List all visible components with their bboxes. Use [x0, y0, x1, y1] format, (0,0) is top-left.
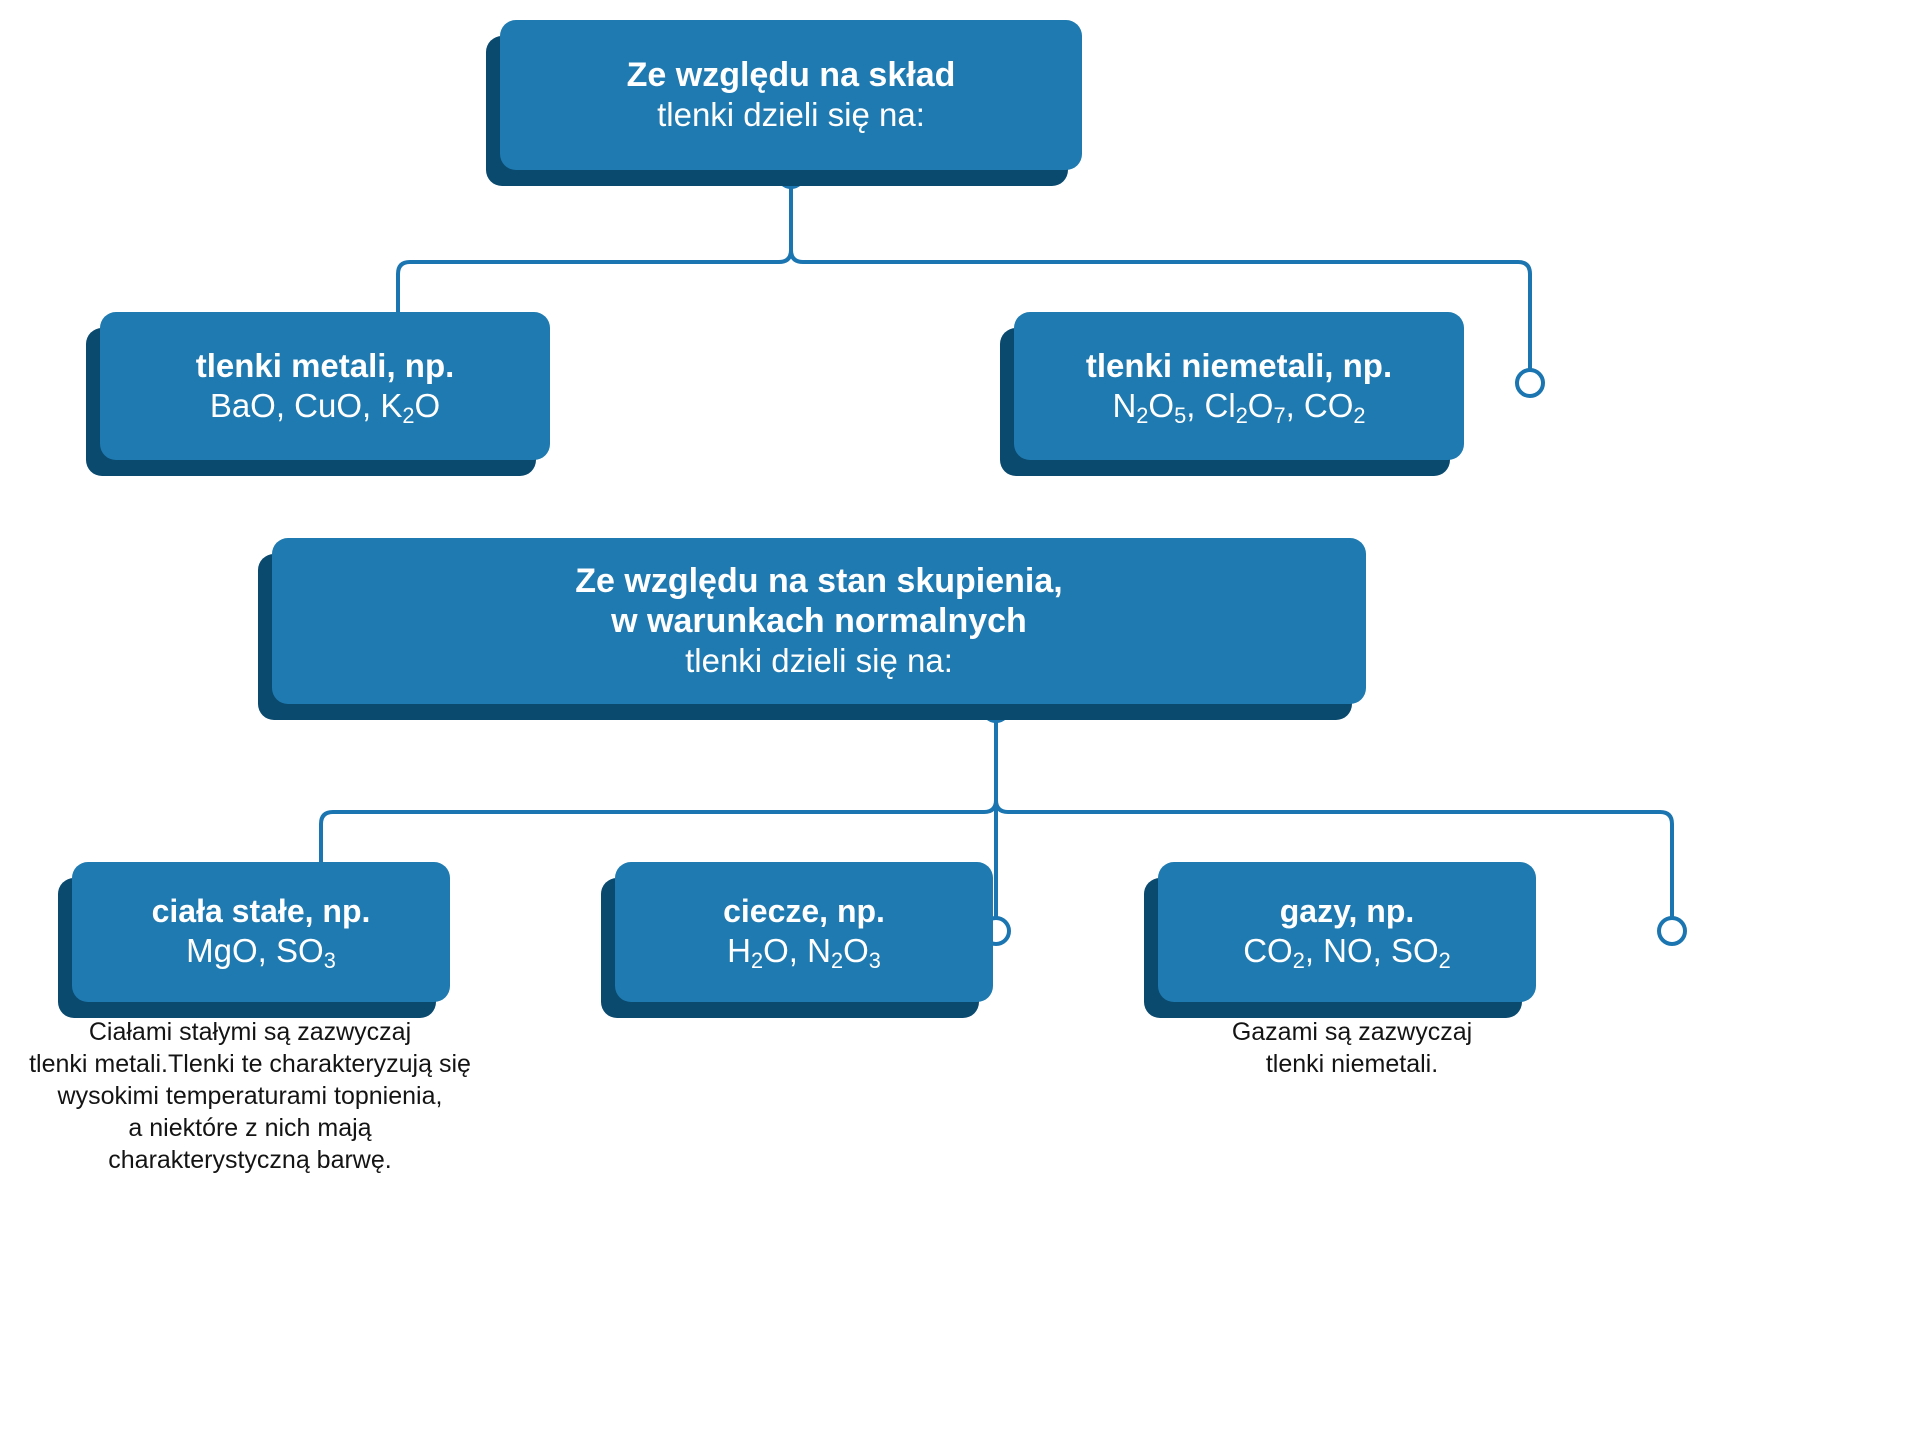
node-face: tlenki niemetali, np. N2O5, Cl2O7, CO2 [1014, 312, 1464, 460]
node-stan-subtitle: tlenki dzieli się na: [685, 642, 953, 680]
node-ciala-formula: MgO, SO3 [186, 932, 336, 974]
node-niemetale-title: tlenki niemetali, np. [1085, 346, 1393, 384]
node-stan-skupienia[interactable]: Ze względu na stan skupienia, w warunkac… [258, 538, 1366, 720]
node-root-title: Ze względu na skład [626, 56, 956, 95]
node-tlenki-niemetali[interactable]: tlenki niemetali, np. N2O5, Cl2O7, CO2 [1000, 312, 1464, 476]
node-metale-formula: BaO, CuO, K2O [209, 386, 441, 428]
node-niemetale-formula: N2O5, Cl2O7, CO2 [1112, 386, 1366, 428]
node-face: Ze względu na skład tlenki dzieli się na… [500, 20, 1082, 170]
node-root-skład[interactable]: Ze względu na skład tlenki dzieli się na… [486, 20, 1082, 186]
node-stan-title-line2: w warunkach normalnych [611, 602, 1027, 641]
node-stan-title-line1: Ze względu na stan skupienia, [575, 562, 1063, 601]
node-root-subtitle: tlenki dzieli się na: [657, 96, 925, 134]
node-face: gazy, np. CO2, NO, SO2 [1158, 862, 1536, 1002]
node-face: tlenki metali, np. BaO, CuO, K2O [100, 312, 550, 460]
node-tlenki-metali[interactable]: tlenki metali, np. BaO, CuO, K2O [86, 312, 550, 476]
node-gazy-formula: CO2, NO, SO2 [1243, 932, 1451, 974]
node-face: Ze względu na stan skupienia, w warunkac… [272, 538, 1366, 704]
node-ciecze-title: ciecze, np. [723, 893, 885, 930]
node-gazy-title: gazy, np. [1279, 893, 1415, 930]
node-gazy[interactable]: gazy, np. CO2, NO, SO2 [1144, 862, 1536, 1018]
node-ciala-stale[interactable]: ciała stałe, np. MgO, SO3 [58, 862, 450, 1018]
node-ciecze-formula: H2O, N2O3 [727, 932, 881, 974]
caption-ciala-stale: Ciałami stałymi są zazwyczaj tlenki meta… [29, 1018, 471, 1174]
node-face: ciała stałe, np. MgO, SO3 [72, 862, 450, 1002]
node-metale-title: tlenki metali, np. [195, 346, 455, 384]
node-ciecze[interactable]: ciecze, np. H2O, N2O3 [601, 862, 993, 1018]
node-face: ciecze, np. H2O, N2O3 [615, 862, 993, 1002]
connector-dot-niemetale [1515, 368, 1545, 398]
caption-gazy: Gazami są zazwyczaj tlenki niemetali. [1231, 1018, 1473, 1078]
connector-dot-gazy [1657, 916, 1687, 946]
node-ciala-title: ciała stałe, np. [151, 893, 371, 930]
